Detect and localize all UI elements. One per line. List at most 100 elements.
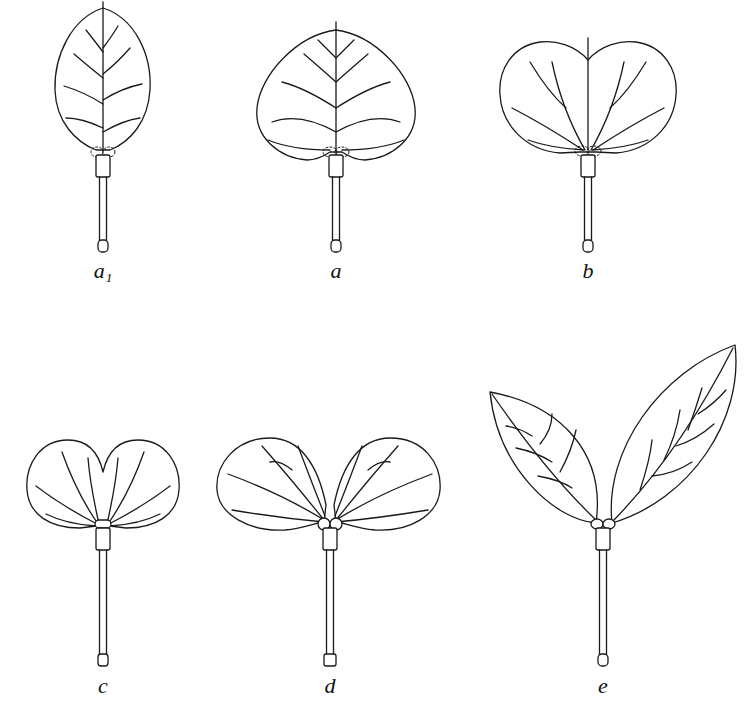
leaf-c-stroke bbox=[98, 654, 108, 666]
leaf-c-stroke bbox=[99, 550, 100, 655]
leaf-d-stroke bbox=[336, 510, 428, 522]
leaf-a-stroke bbox=[282, 82, 336, 108]
leaf-d-stroke bbox=[326, 550, 327, 655]
leaf-d-stroke bbox=[368, 462, 390, 470]
leaf-a1-stroke bbox=[99, 177, 100, 241]
leaf-c-stroke bbox=[96, 528, 110, 550]
leaf-c-stroke bbox=[110, 514, 160, 526]
leaf-d-stroke bbox=[334, 438, 440, 530]
leaf-a1-stroke bbox=[66, 118, 103, 128]
leaf-b-stroke bbox=[591, 177, 592, 241]
leaf-e-stroke bbox=[538, 476, 572, 488]
leaf-b-stroke bbox=[583, 240, 593, 252]
leaf-a-stroke bbox=[304, 54, 336, 82]
leaf-d-stroke bbox=[228, 474, 324, 520]
leaf-c-stroke bbox=[107, 458, 118, 524]
figure-label: b bbox=[581, 260, 596, 282]
leaf-e-stroke bbox=[652, 462, 692, 476]
leaf-c-stroke bbox=[62, 452, 98, 524]
leaf-e-stroke bbox=[676, 424, 714, 446]
leaf-c-stroke bbox=[106, 550, 107, 655]
leaf-d-stroke bbox=[262, 446, 324, 520]
leaf-b-stroke bbox=[512, 108, 583, 150]
leaf-a1-stroke bbox=[64, 86, 103, 104]
leaf-b-stroke bbox=[593, 108, 664, 150]
leaf-a bbox=[257, 22, 415, 252]
figure-label: a₁ bbox=[92, 260, 115, 282]
leaf-b-stroke bbox=[552, 62, 585, 150]
leaf-d-stroke bbox=[232, 510, 324, 522]
leaf-d-stroke bbox=[335, 446, 362, 516]
leaf-a1 bbox=[55, 2, 150, 252]
leaf-d-stroke bbox=[333, 550, 334, 655]
leaf-c-stroke bbox=[88, 458, 99, 524]
leaf-b-stroke bbox=[610, 62, 646, 108]
leaf-e-stroke bbox=[599, 550, 600, 655]
leaf-e-stroke bbox=[664, 410, 680, 460]
leaf-d-stroke bbox=[336, 446, 398, 520]
leaf-a-stroke bbox=[268, 140, 330, 150]
leaf-b-stroke bbox=[591, 62, 624, 150]
leaf-e-stroke bbox=[688, 388, 702, 430]
leaf-e-stroke bbox=[606, 550, 607, 655]
leaf-c-stroke bbox=[108, 452, 144, 524]
leaf-a1-stroke bbox=[103, 118, 140, 132]
leaf-a1-stroke bbox=[96, 155, 110, 177]
leaf-d-stroke bbox=[324, 654, 336, 666]
leaf-e-stroke bbox=[490, 392, 597, 523]
leaf-e-stroke bbox=[560, 430, 576, 472]
figure-label: a bbox=[329, 260, 344, 282]
leaf-a-stroke bbox=[318, 40, 336, 58]
leaf-e-stroke bbox=[611, 345, 736, 523]
leaf-a-stroke bbox=[329, 155, 343, 177]
leaf-a-stroke bbox=[272, 119, 336, 132]
leaf-b-stroke bbox=[584, 177, 585, 241]
leaf-e-stroke bbox=[596, 528, 610, 550]
leaf-b-stroke bbox=[581, 155, 595, 177]
leaf-d-stroke bbox=[298, 446, 325, 516]
leaf-c-stroke bbox=[36, 486, 97, 524]
leaf-c-stroke bbox=[46, 514, 96, 526]
leaf-e-stroke bbox=[540, 414, 552, 444]
leaf-e-stroke bbox=[506, 426, 532, 436]
leaf-c bbox=[27, 440, 179, 666]
leaf-a1-stroke bbox=[103, 48, 130, 74]
figure-label: c bbox=[96, 675, 110, 697]
leaf-a1-stroke bbox=[106, 177, 107, 241]
leaf-e-stroke bbox=[598, 654, 608, 666]
leaf-d-stroke bbox=[336, 474, 432, 520]
leaf-a-stroke bbox=[331, 240, 341, 252]
leaf-a1-stroke bbox=[103, 84, 142, 100]
leaf-a-stroke bbox=[342, 140, 404, 150]
leaf-a-stroke bbox=[332, 177, 333, 241]
leaf-c-stroke bbox=[27, 440, 179, 528]
figure-label: d bbox=[323, 675, 338, 697]
leaf-e-stroke bbox=[492, 394, 596, 520]
leaf-d bbox=[217, 438, 440, 666]
leaf-a-stroke bbox=[336, 40, 354, 58]
leaf-c-stroke bbox=[95, 520, 111, 528]
leaf-e-stroke bbox=[698, 390, 726, 414]
leaf-b-stroke bbox=[530, 62, 566, 108]
leaf-a1-stroke bbox=[103, 26, 118, 48]
leaf-c-stroke bbox=[109, 486, 170, 524]
leaf-e-stroke bbox=[516, 448, 552, 462]
leaf-a1-stroke bbox=[74, 54, 103, 78]
leaf-d-stroke bbox=[270, 462, 292, 470]
leaf-a1-stroke bbox=[98, 240, 108, 252]
leaf-d-stroke bbox=[323, 528, 337, 550]
leaf-b bbox=[500, 38, 676, 252]
leaf-e-stroke bbox=[640, 440, 652, 490]
leaf-a-stroke bbox=[336, 119, 400, 132]
leaf-a-stroke bbox=[336, 54, 368, 82]
leaf-a1-stroke bbox=[86, 30, 103, 52]
leaf-b-stroke bbox=[587, 38, 588, 150]
leaf-d-stroke bbox=[217, 438, 326, 530]
leaf-e bbox=[490, 345, 736, 666]
leaf-b-stroke bbox=[592, 140, 648, 150]
leaf-e-stroke bbox=[614, 348, 733, 520]
leaf-a-stroke bbox=[336, 82, 390, 108]
figure-label: e bbox=[596, 675, 610, 697]
